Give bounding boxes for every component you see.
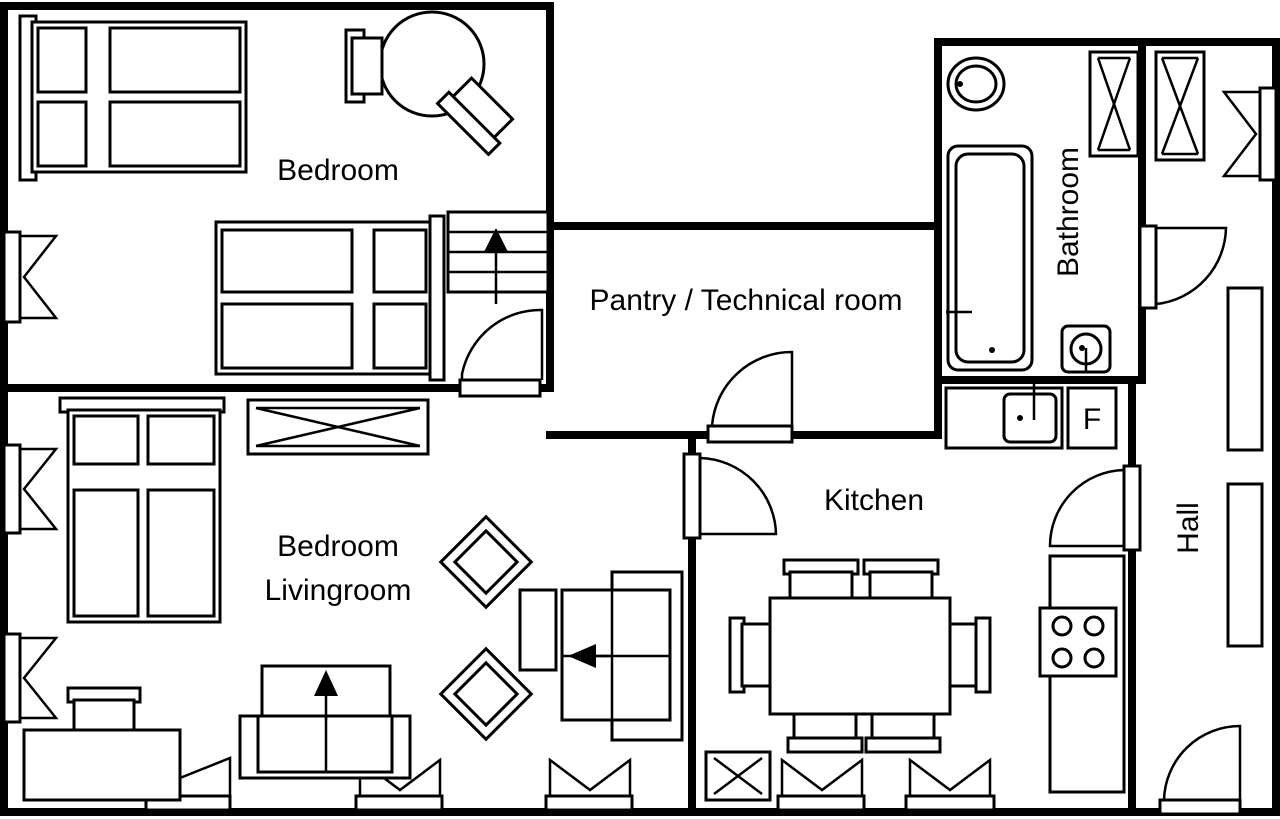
room-labels: Bedroom Pantry / Technical room Bathroom… (265, 147, 1205, 607)
kitchen-chair-top-2 (862, 558, 940, 600)
window-bottom-3 (544, 757, 634, 812)
sofa-bottom (238, 664, 412, 780)
wardrobe-living (246, 398, 430, 456)
bedroom-furniture (18, 10, 550, 382)
window-left-3 (2, 632, 59, 724)
single-bed-top (214, 214, 446, 382)
label-bedroom-livingroom-line1: Bedroom (277, 530, 399, 563)
bathtub (946, 144, 1034, 372)
label-kitchen: Kitchen (824, 484, 924, 517)
door-entrance (1158, 724, 1242, 816)
kitchen-furniture (704, 384, 1126, 802)
hall-shelf-1 (1226, 286, 1264, 452)
double-bed-top (18, 14, 248, 182)
desk-chair (66, 686, 142, 732)
kitchen-chair-bottom-2 (864, 712, 942, 754)
chair-round-left (344, 28, 384, 104)
armchair-1 (438, 514, 534, 610)
sofa-right (560, 570, 684, 742)
chair-round-right (435, 75, 515, 157)
fridge (1066, 386, 1118, 450)
stairs-top (446, 210, 550, 304)
door-living-kitchen (682, 452, 778, 540)
door-bathroom (1138, 224, 1228, 310)
label-bedroom: Bedroom (277, 154, 399, 187)
kitchen-chair-right (948, 616, 992, 694)
stove (1038, 606, 1118, 678)
window-bottom-5 (904, 757, 996, 812)
coffee-table (518, 588, 558, 672)
door-bedroom (458, 308, 544, 398)
label-bathroom: Bathroom (1052, 147, 1085, 277)
hall-shelf-2 (1226, 482, 1264, 648)
kitchen-cabinet-small (704, 750, 772, 802)
hall-cabinet (1154, 50, 1206, 162)
label-pantry: Pantry / Technical room (590, 284, 903, 317)
dining-table (768, 596, 952, 716)
desk (22, 728, 182, 802)
bathroom-sink (1060, 324, 1112, 374)
armchair-2 (438, 646, 534, 742)
label-bedroom-livingroom-line2: Livingroom (265, 574, 412, 607)
window-right-1 (1221, 86, 1278, 182)
doors (458, 224, 1242, 816)
double-bed-living (58, 396, 226, 624)
bathroom-fixtures (946, 50, 1140, 374)
label-hall: Hall (1172, 502, 1205, 554)
door-kitchen-hall (1048, 464, 1142, 552)
kitchen-chair-left (728, 616, 772, 694)
living-furniture (22, 396, 684, 802)
hall-furniture (1154, 50, 1264, 648)
toilet (946, 56, 1006, 112)
window-bottom-4 (776, 757, 866, 812)
windows (2, 86, 1278, 812)
window-left-1 (2, 230, 59, 324)
door-pantry (706, 350, 794, 444)
kitchen-chair-bottom-1 (786, 712, 864, 754)
kitchen-sink (944, 384, 1064, 450)
kitchen-chair-top-1 (782, 558, 860, 600)
window-left-2 (2, 443, 59, 535)
bathroom-cabinet (1088, 50, 1140, 158)
label-fridge: F (1083, 403, 1101, 436)
